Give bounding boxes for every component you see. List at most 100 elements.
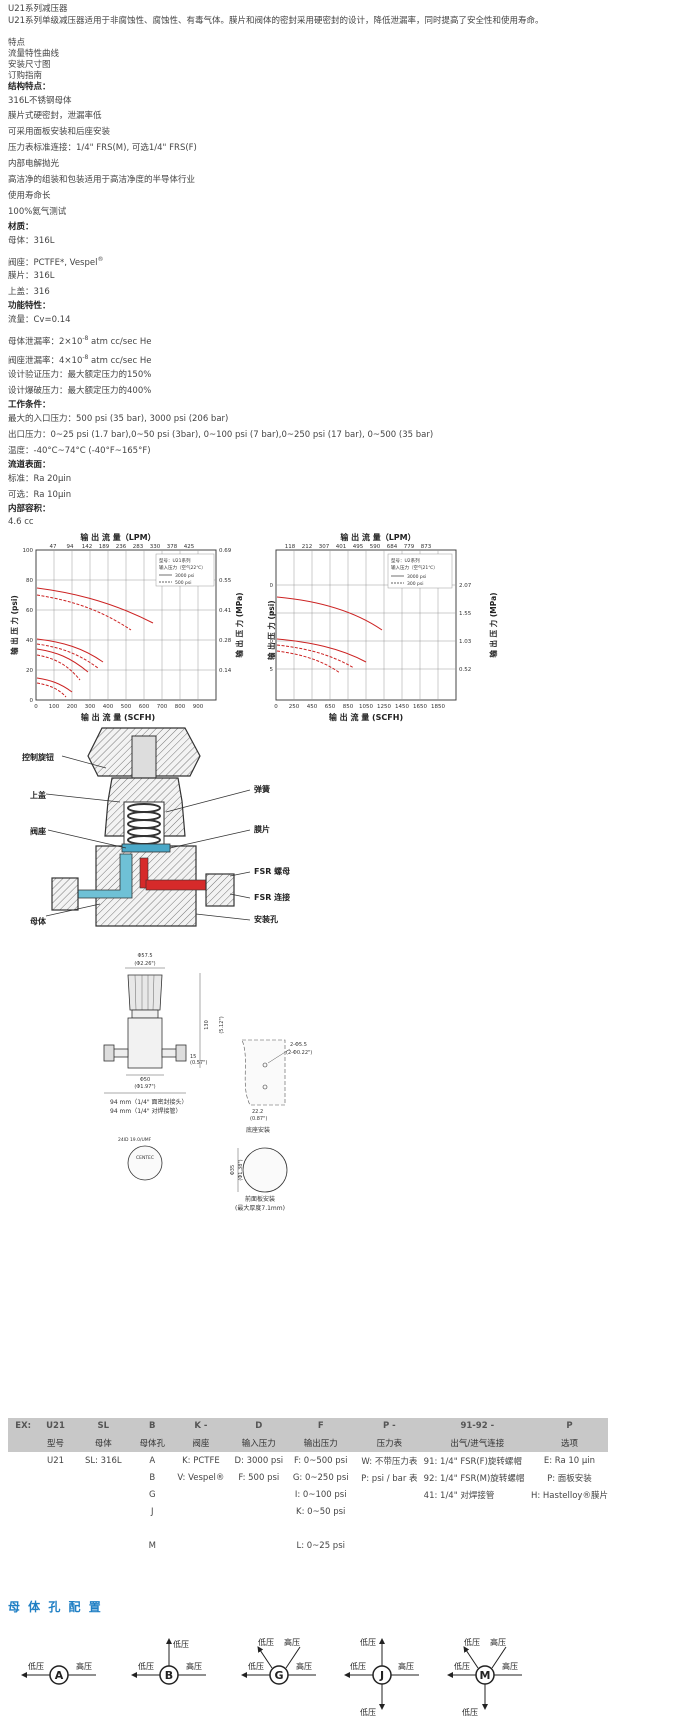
- port-letter: A: [55, 1669, 64, 1682]
- chart1-curve: [36, 638, 104, 663]
- panel-mount-view: [242, 1147, 288, 1193]
- material-body: 母体：316L: [8, 236, 55, 246]
- outlet-fitting: [205, 873, 235, 907]
- table-header: 压力表: [355, 1434, 424, 1452]
- table-cell: K -: [170, 1418, 232, 1434]
- tab-features[interactable]: 特点: [8, 38, 26, 48]
- feature-item: 100%氦气测试: [8, 207, 67, 217]
- chart2-curve: [276, 638, 367, 663]
- dim-height-in: (5.12"): [219, 1016, 225, 1033]
- structure-title: 结构特点：: [8, 82, 51, 92]
- function-title: 功能特性：: [8, 301, 51, 311]
- table-header: 阀座: [170, 1434, 232, 1452]
- tab-install-dimensions[interactable]: 安装尺寸图: [8, 60, 51, 70]
- chart1-top-tick: 94: [67, 544, 74, 550]
- table-cell: 91-92 -: [423, 1418, 531, 1434]
- table-cell: U21: [38, 1418, 73, 1434]
- chart2-top-title: 输 出 流 量（LPM）: [340, 532, 415, 542]
- function-burst: 设计爆破压力：最大额定压力的400%: [8, 386, 152, 396]
- chart2-left-tick: 300: [270, 583, 273, 589]
- dim-port-height: 15: [190, 1054, 196, 1060]
- dim-panel-hole-in: (Φ1.38"): [238, 1159, 244, 1180]
- function-flow: 流量：Cv=0.14: [8, 315, 71, 325]
- work-temp: 温度：-40°C~74°C (-40°F~165°F): [8, 446, 151, 456]
- port-low-label: 低压: [350, 1661, 366, 1671]
- port-low-label: 低压: [138, 1661, 154, 1671]
- label-body: 母体: [30, 916, 47, 926]
- panel-max-thickness: (最大厚度7.1mm): [235, 1204, 285, 1212]
- chart2-right-title: 输 出 压 力 (MPa): [488, 592, 498, 657]
- chart2-bottom-tick: 850: [343, 704, 354, 710]
- chart2-top-tick: 873: [421, 544, 432, 550]
- table-header: 母体孔: [133, 1434, 171, 1452]
- gauge-brand: CENTEC: [136, 1155, 154, 1161]
- feature-item: 内部电解抛光: [8, 159, 60, 169]
- chart1-left-tick: 40: [26, 638, 33, 644]
- port-low-label: 低压: [462, 1707, 478, 1717]
- label-seat: 阀座: [30, 826, 46, 836]
- port-low-label: 低压: [454, 1661, 470, 1671]
- work-title: 工作条件：: [8, 400, 51, 410]
- port-letter-circle: [269, 1665, 289, 1685]
- table-cell: SL: [72, 1418, 134, 1434]
- chart2-right-tick: 1.03: [459, 639, 472, 645]
- port-config-title: 母 体 孔 配 置: [8, 1600, 103, 1614]
- chart1-bottom-tick: 700: [157, 704, 168, 710]
- material-diaphragm: 膜片：316L: [8, 271, 55, 281]
- chart2-top-tick: 779: [404, 544, 415, 550]
- chart1-left-title: 输 出 压 力 (psi): [9, 595, 19, 655]
- material-seat: 阀座：PCTFE*, Vespel®: [8, 256, 104, 268]
- chart1-top-tick: 189: [99, 544, 110, 550]
- chart2-bottom-tick: 1650: [413, 704, 427, 710]
- port-letter: J: [379, 1669, 384, 1682]
- chart2-legend-model: 型号：U2系列: [391, 557, 420, 564]
- tab-ordering-guide[interactable]: 订购指南: [8, 71, 43, 81]
- dim-holes-in: (2-Φ0.22"): [286, 1050, 312, 1056]
- table-header: 型号: [38, 1434, 73, 1452]
- chart1-bottom-tick: 900: [193, 704, 204, 710]
- chart1-bottom-tick: 600: [139, 704, 150, 710]
- port-low-label: 低压: [28, 1661, 44, 1671]
- label-fsr-nut: FSR 螺母: [254, 866, 290, 876]
- dim-length-butt-weld: 94 mm（1/4" 对焊接管）: [110, 1107, 182, 1115]
- chart1-curve: [36, 587, 154, 624]
- label-mount-hole: 安装孔: [254, 914, 278, 924]
- chart2-top-tick: 590: [370, 544, 381, 550]
- flow-chart-1: 输 出 流 量（LPM） 47 94 142 189 236 283 330 3…: [9, 532, 244, 722]
- chart2-curve: [276, 596, 383, 631]
- chart2-top-tick: 118: [285, 544, 296, 550]
- surface-opt: 可选：Ra 10μin: [8, 490, 72, 500]
- inlet-fitting: [51, 877, 79, 911]
- feature-item: 316L不锈钢母体: [8, 96, 72, 106]
- chart2-left-title: 输 出 压 力 (psi): [267, 600, 276, 660]
- table-header: 输出压力: [286, 1434, 356, 1452]
- surface-std: 标准：Ra 20μin: [8, 474, 72, 484]
- table-cell: EX:: [8, 1418, 39, 1434]
- port-low-label: 低压: [360, 1637, 376, 1647]
- chart1-top-tick: 142: [82, 544, 93, 550]
- port-low-label: 低压: [464, 1637, 480, 1647]
- chart1-legend-b: 500 psi: [175, 580, 191, 586]
- label-spring: 弹簧: [254, 784, 270, 794]
- dim-port-height-in: (0.57"): [190, 1060, 207, 1066]
- table-cell: F: [286, 1418, 356, 1434]
- dim-panel-hole: Φ35: [230, 1165, 236, 1175]
- feature-item: 压力表标准连接：1/4" FRS(M), 可选1/4" FRS(F): [8, 143, 197, 153]
- port-low-label: 低压: [258, 1637, 274, 1647]
- chart1-right-tick: 0.41: [219, 608, 231, 614]
- chart2-bottom-tick: 1050: [359, 704, 373, 710]
- surface-title: 流道表面：: [8, 460, 51, 470]
- port-letter: B: [165, 1669, 173, 1682]
- chart1-bottom-tick: 200: [67, 704, 78, 710]
- table-row: [8, 1520, 608, 1537]
- dim-body-width: Φ50: [140, 1077, 150, 1083]
- chart1-bottom-title: 输 出 流 量 (SCFH): [81, 712, 155, 722]
- port-high-label: 高压: [296, 1661, 312, 1671]
- port-low-label: 低压: [248, 1661, 264, 1671]
- tab-flow-curve[interactable]: 流量特性曲线: [8, 49, 60, 59]
- table-header: [8, 1434, 39, 1452]
- chart1-top-tick: 47: [50, 544, 57, 550]
- table-cell: P -: [355, 1418, 424, 1434]
